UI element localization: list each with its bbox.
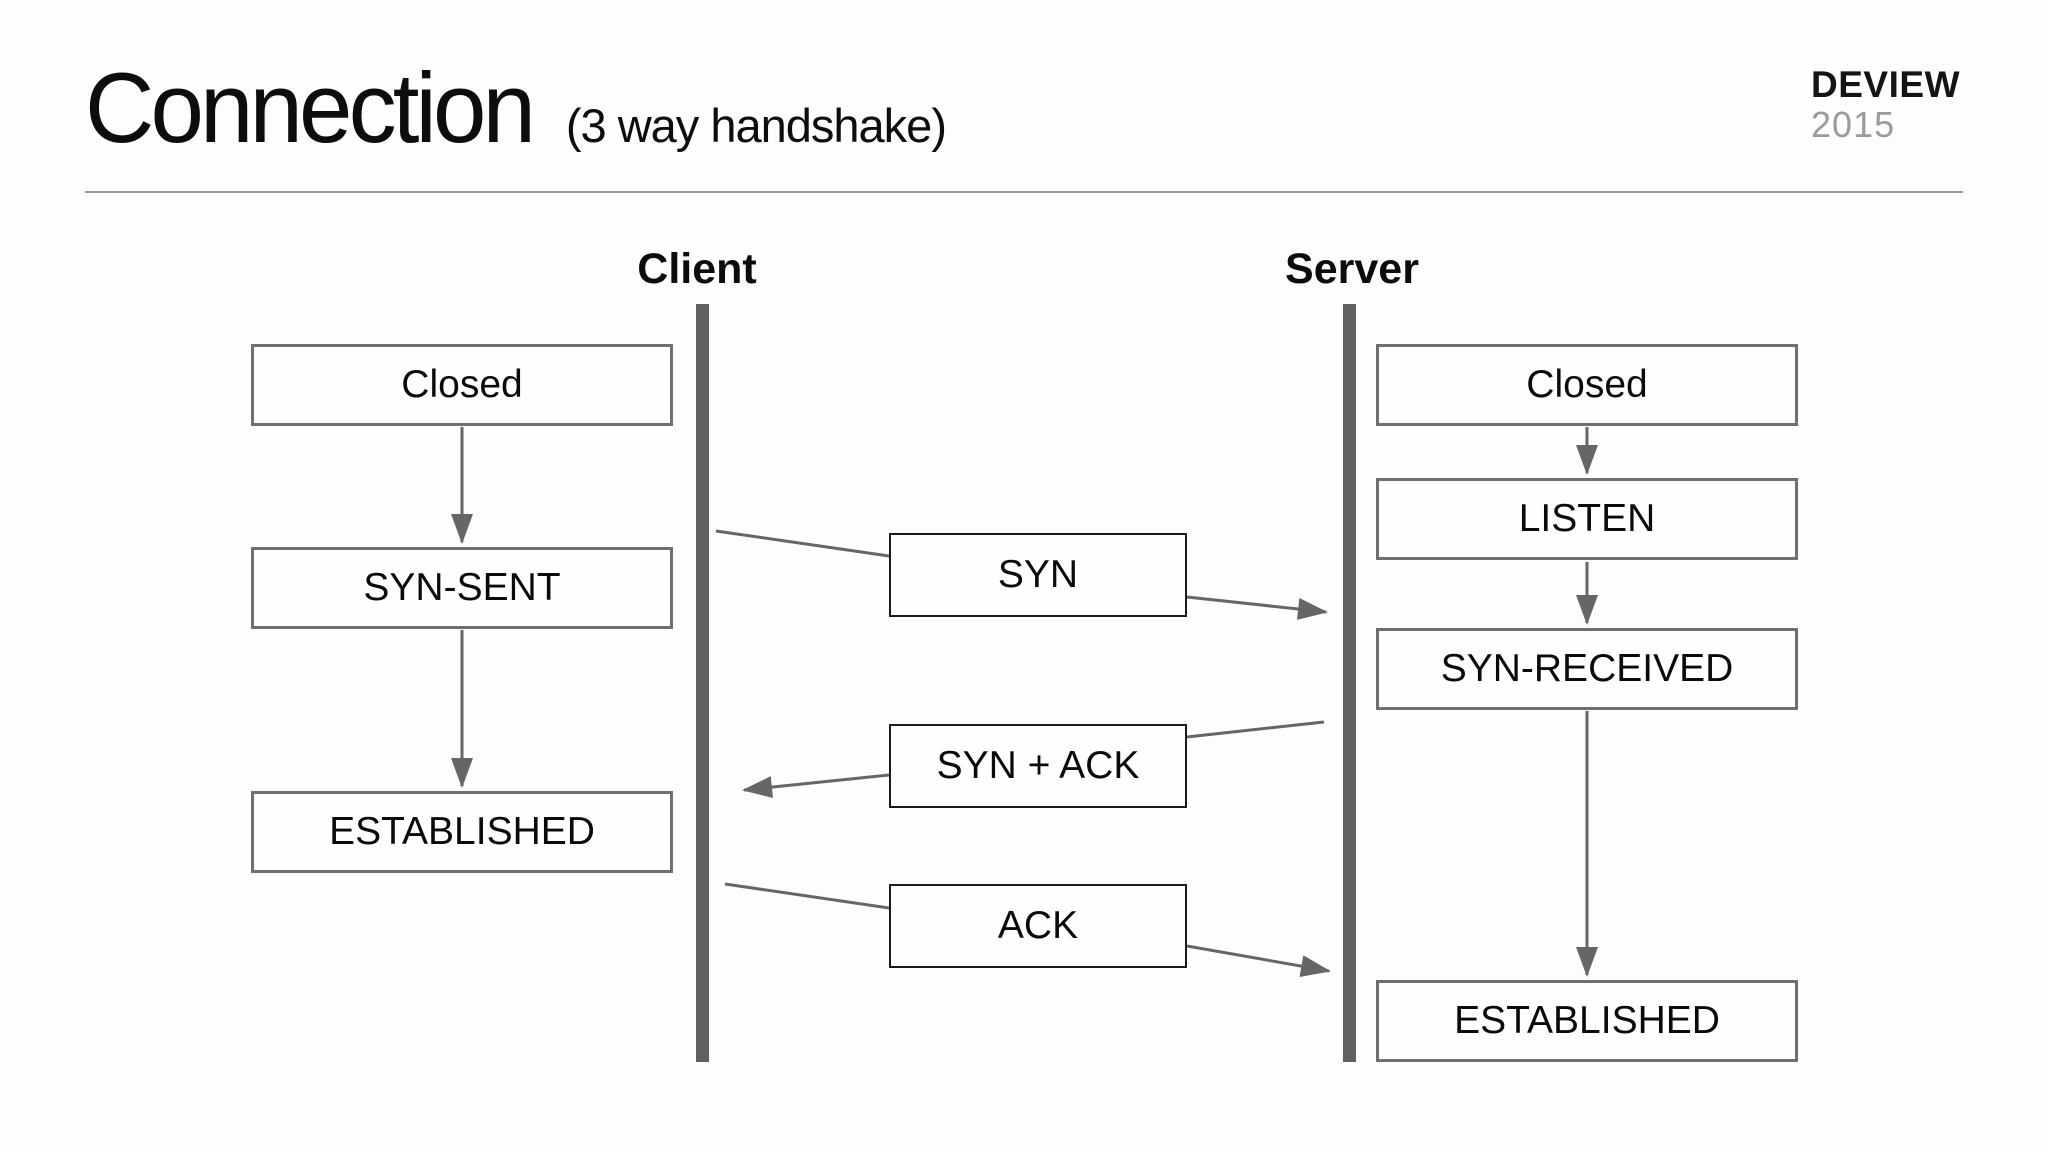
state-server-syn-received: SYN-RECEIVED [1376, 628, 1798, 710]
state-server-listen: LISTEN [1376, 478, 1798, 560]
line-client-to-syn-box [715, 529, 890, 558]
arrow-syn-box-to-server [1186, 595, 1328, 620]
server-lifeline [1343, 304, 1356, 1062]
message-syn: SYN [889, 533, 1187, 617]
header-divider [85, 191, 1963, 193]
client-lifeline [696, 304, 709, 1062]
brand-logo: DEVIEW 2015 [1811, 66, 1960, 143]
state-client-established: ESTABLISHED [251, 791, 673, 873]
state-client-closed: Closed [251, 344, 673, 426]
message-syn-ack: SYN + ACK [889, 724, 1187, 808]
server-actor-label: Server [1285, 245, 1419, 293]
client-actor-label: Client [637, 245, 757, 293]
state-server-closed: Closed [1376, 344, 1798, 426]
brand-year: 2015 [1811, 104, 1896, 145]
page-title: Connection [85, 52, 536, 163]
arrow-ack-box-to-server [1186, 944, 1331, 977]
page-subtitle: (3 way handshake) [565, 99, 947, 152]
line-server-to-syn-ack-box [1186, 720, 1325, 739]
state-client-syn-sent: SYN-SENT [251, 547, 673, 629]
arrow-syn-ack-box-to-client [742, 773, 890, 799]
message-ack: ACK [889, 884, 1187, 968]
brand-name: DEVIEW [1811, 64, 1960, 105]
page-header: Connection (3 way handshake) [85, 52, 947, 163]
state-server-established: ESTABLISHED [1376, 980, 1798, 1062]
line-client-to-ack-box [724, 882, 890, 910]
